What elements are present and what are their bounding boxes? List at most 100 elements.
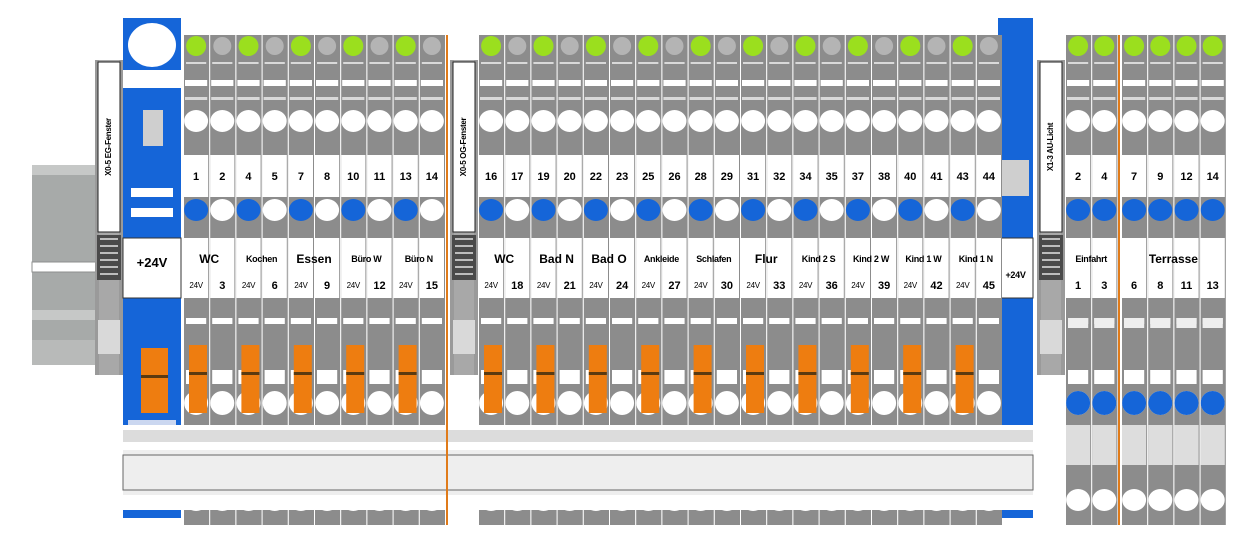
terminal-edge	[418, 35, 420, 525]
marker-slot	[1175, 80, 1198, 86]
label-plate	[1200, 238, 1225, 298]
number-plate	[793, 155, 818, 197]
terminal-number-11: 11	[373, 171, 386, 183]
clamp-hole	[341, 110, 366, 132]
lever-line	[241, 372, 260, 375]
lever	[955, 345, 974, 413]
supply-band	[123, 70, 181, 88]
circuit-terminal: 3	[219, 280, 226, 292]
notch-rib	[100, 266, 118, 268]
terminal-edge	[1121, 35, 1122, 525]
circuit-supply: 24V	[903, 281, 918, 290]
jumper-port	[1092, 391, 1117, 415]
clip	[1176, 318, 1197, 328]
end-stop-notch	[97, 235, 121, 280]
terminal-edge	[261, 35, 263, 525]
circuit-name: Essen	[296, 252, 332, 266]
terminal-number-29: 29	[720, 171, 734, 183]
slot	[742, 97, 765, 100]
slot	[951, 97, 974, 100]
supply-label-og: +24V	[1005, 270, 1026, 280]
marker-slot	[611, 80, 634, 86]
lever	[536, 345, 555, 413]
circuit-name: Kind 1 W	[905, 254, 942, 264]
slot	[480, 97, 503, 100]
notch-rib	[455, 245, 473, 247]
clip	[1068, 318, 1089, 328]
circuit-terminal: 24	[615, 280, 629, 292]
jumper-port	[367, 199, 392, 221]
circuit-supply: 24V	[346, 281, 361, 290]
number-plate	[479, 155, 504, 197]
marker-slot	[212, 370, 233, 384]
terminal-number-16: 16	[484, 171, 498, 183]
slot	[612, 62, 633, 64]
clip	[1124, 318, 1145, 328]
terminal-edge	[340, 35, 342, 525]
jumper-port	[793, 199, 818, 221]
slot	[847, 62, 868, 64]
slot	[1150, 62, 1171, 64]
slot	[421, 62, 442, 64]
bridge-slot	[131, 188, 173, 197]
group-divider	[1118, 35, 1120, 525]
clamp-opening	[533, 36, 554, 56]
terminal-number-35: 35	[825, 171, 838, 183]
terminal-number-25: 25	[642, 171, 655, 183]
end-stop-notch	[1039, 235, 1063, 280]
circuit-name: WC	[494, 252, 515, 266]
notch-rib	[100, 252, 118, 254]
clamp-opening	[422, 37, 441, 55]
clamp-hole	[1148, 110, 1173, 132]
number-plate	[976, 155, 1001, 197]
rail-lower-edge	[32, 310, 127, 320]
slot	[212, 62, 233, 64]
slot	[689, 97, 712, 100]
jumper-port	[236, 199, 261, 221]
number-plate	[950, 155, 975, 197]
label-plate	[950, 238, 975, 298]
marker-slot	[664, 370, 685, 384]
marker-slot	[637, 80, 660, 86]
terminal-edge	[504, 35, 506, 525]
circuit-terminal: 39	[877, 280, 891, 292]
marker-slot	[874, 318, 895, 324]
marker-slot	[584, 80, 607, 86]
end-cover	[1148, 425, 1173, 465]
slot	[978, 62, 999, 64]
lever	[850, 345, 869, 413]
label-plate	[610, 238, 635, 298]
notch-rib	[1042, 245, 1060, 247]
circuit-name: WC	[199, 252, 220, 266]
lever-line	[903, 372, 922, 375]
terminal-edge	[582, 35, 584, 525]
terminal-edge	[661, 35, 663, 525]
number-plate	[1148, 155, 1173, 197]
lever	[641, 345, 660, 413]
clamp-hole	[505, 391, 530, 415]
marker-slot	[664, 318, 685, 324]
end-cover	[1122, 425, 1147, 465]
number-plate	[557, 155, 582, 197]
clamp-hole	[872, 110, 897, 132]
rail-slot	[32, 262, 127, 272]
marker-slot	[716, 370, 737, 384]
terminal-edge	[1199, 35, 1201, 525]
slot	[369, 62, 390, 64]
label-plate	[845, 238, 870, 298]
label-plate	[636, 238, 661, 298]
terminal-number-28: 28	[694, 171, 707, 183]
label-plate	[793, 238, 818, 298]
marker-card-outline	[97, 61, 121, 233]
number-plate	[419, 155, 444, 197]
clamp-hole	[1174, 489, 1199, 511]
number-plate	[393, 155, 418, 197]
marker-slot	[263, 80, 286, 86]
notch-rib	[100, 245, 118, 247]
number-plate	[714, 155, 739, 197]
lever	[346, 345, 365, 413]
marker-slot	[821, 370, 842, 384]
circuit-name: Bad O	[591, 252, 627, 266]
label-plate	[288, 238, 313, 298]
clamp-hole	[557, 110, 582, 132]
